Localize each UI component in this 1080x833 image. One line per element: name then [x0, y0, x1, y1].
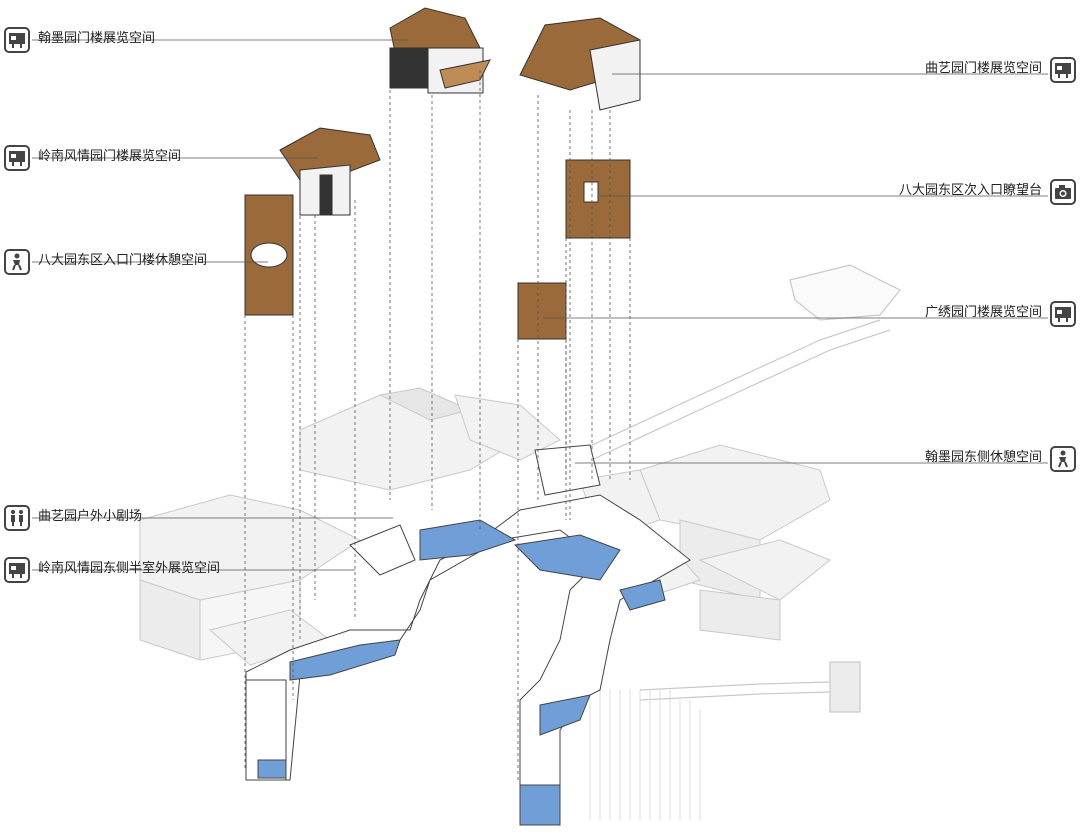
main-path [245, 444, 691, 826]
water-pool [519, 784, 561, 826]
pavilion-lingnan [279, 127, 381, 216]
label-quyi-theatre: 曲艺园户外小剧场 [38, 508, 143, 523]
label-hanmo-east-rest: 翰墨园东侧休憩空间 [924, 449, 1042, 464]
leader-lines [32, 39, 1048, 571]
exhibition-board-icon [4, 27, 30, 53]
exhibition-board-icon [1050, 57, 1076, 83]
gate-guangxiu [517, 282, 567, 340]
rest-person-icon [1050, 446, 1076, 472]
pavilion-quyi [519, 17, 641, 111]
label-east-entrance-rest: 八大园东区入口门楼休憩空间 [38, 252, 208, 267]
exhibition-board-icon [1050, 301, 1076, 327]
elevated-walkway [559, 264, 901, 713]
label-guangxiu-gate: 广绣园门楼展览空间 [924, 304, 1042, 319]
water-pool [513, 534, 621, 581]
rest-person-icon [4, 249, 30, 275]
label-lingnan-semi-outdoor: 岭南风情园东侧半室外展览空间 [38, 560, 221, 575]
label-hanmo-gate: 翰墨园门楼展览空间 [38, 30, 156, 45]
gate-lookout [565, 159, 631, 239]
water-pool [289, 639, 401, 681]
water-pool [539, 694, 591, 736]
water-pool [619, 579, 666, 611]
label-quyi-gate: 曲艺园门楼展览空间 [924, 60, 1042, 75]
pavilion-hanmo [389, 7, 491, 94]
water-pool [419, 519, 517, 561]
label-lookout: 八大园东区次入口瞭望台 [898, 182, 1042, 197]
camera-icon [1050, 179, 1076, 205]
colonnade-hatching [589, 690, 701, 820]
projection-lines [244, 70, 631, 780]
performers-icon [4, 505, 30, 531]
exhibition-board-icon [4, 557, 30, 583]
gate-east-entrance [244, 194, 294, 316]
exhibition-board-icon [4, 145, 30, 171]
label-lingnan-gate: 岭南风情园门楼展览空间 [38, 148, 182, 163]
